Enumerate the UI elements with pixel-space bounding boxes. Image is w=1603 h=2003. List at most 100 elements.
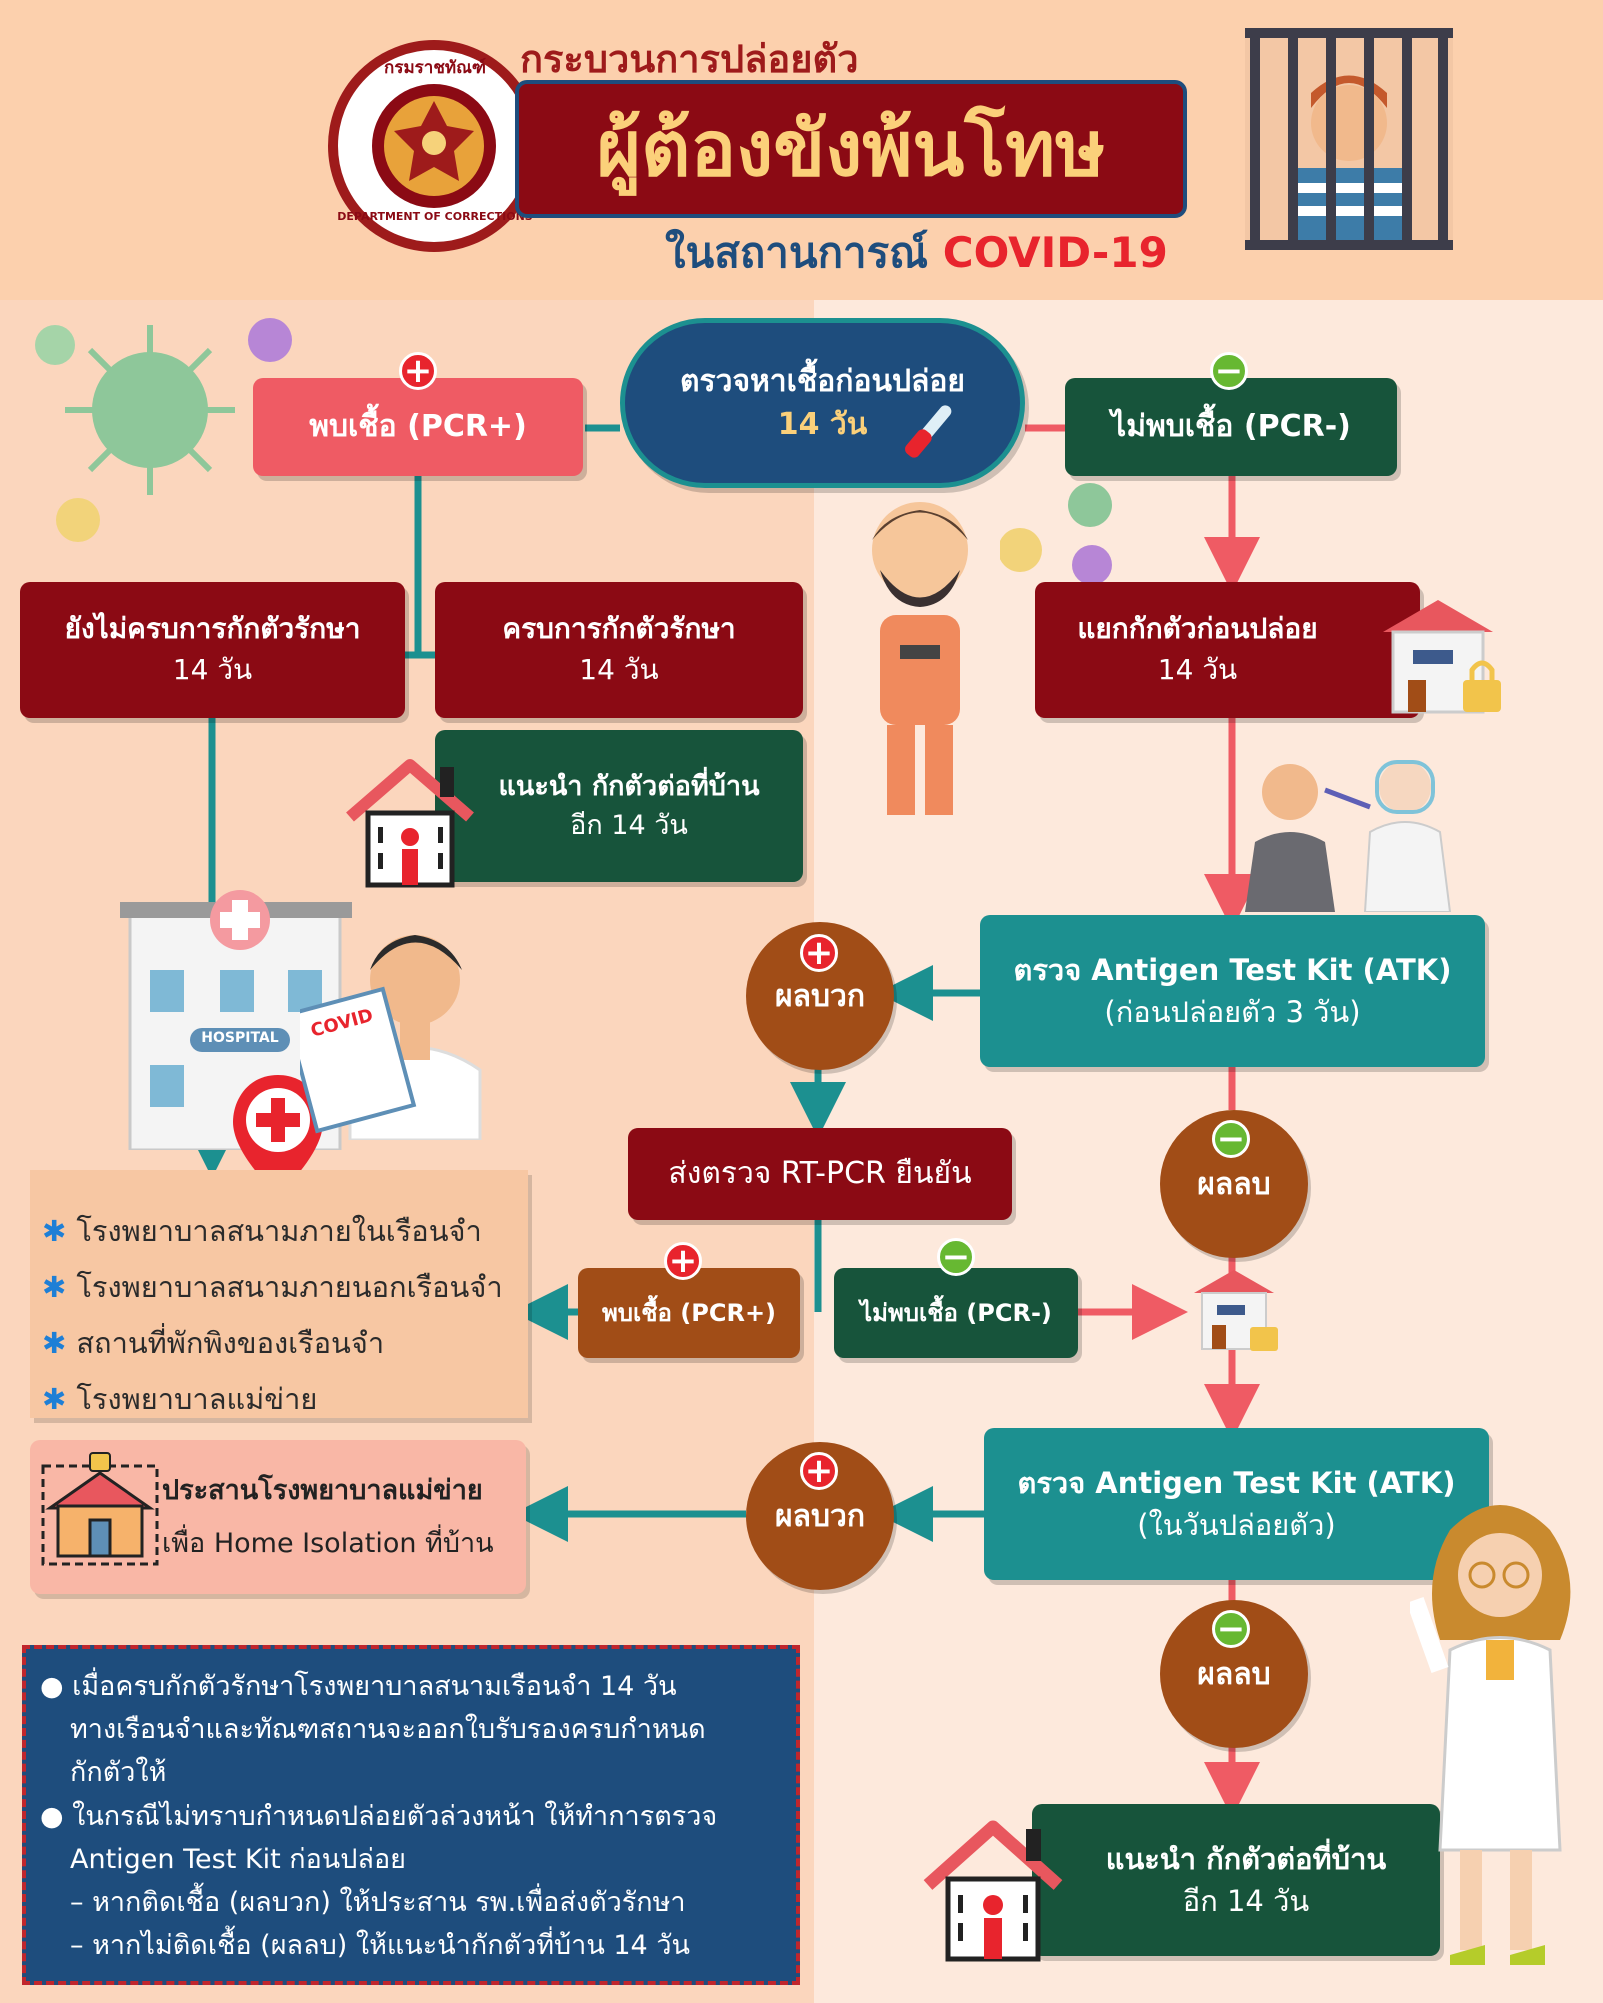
female-doctor-illustration	[1410, 1505, 1571, 1965]
locked-house-icon	[41, 1452, 159, 1566]
minus-badge-icon: −	[937, 1238, 975, 1276]
plus-badge-icon: +	[399, 352, 437, 390]
virus-decor-right-icon	[1000, 483, 1112, 585]
home-quarantine-node: แนะนำ กักตัวต่อที่บ้าน อีก 14 วัน	[435, 730, 803, 882]
facility-label: สถานที่พักพิงของเรือนจำ	[76, 1326, 385, 1360]
note-line: ทางเรือนจำและทัณฑสถานจะออกใบรับรองครบกำห…	[40, 1708, 786, 1751]
note-line: กักตัวให้	[40, 1751, 786, 1794]
final-home-quarantine-node: แนะนำ กักตัวต่อที่บ้าน อีก 14 วัน	[1032, 1804, 1440, 1956]
home-quarantine-days: อีก 14 วัน	[570, 810, 688, 841]
bullet-icon: ●	[40, 1800, 73, 1832]
facility-label: โรงพยาบาลสนามภายนอกเรือนจำ	[76, 1270, 503, 1304]
jail-bars-icon	[1245, 28, 1453, 250]
facility-item: ✱ โรงพยาบาลสนามภายในเรือนจำ	[42, 1208, 518, 1254]
mini-isolation-house-icon	[1194, 1270, 1278, 1351]
prisoner-cell-illustration	[1245, 28, 1453, 250]
final-home-quarantine-days: อีก 14 วัน	[1182, 1884, 1310, 1918]
positive-result-label: ผลบวก	[774, 1498, 865, 1534]
plus-badge-icon: +	[800, 1452, 838, 1490]
rt-pcr-positive-node: พบเชื้อ (PCR+)	[578, 1268, 800, 1358]
star-bullet-icon: ✱	[42, 1214, 67, 1248]
coordination-detail: เพื่อ Home Isolation ที่บ้าน	[162, 1528, 494, 1559]
atk-test-release-day-node: ตรวจ Antigen Test Kit (ATK) (ในวันปล่อยต…	[984, 1428, 1489, 1580]
treatment-incomplete-node: ยังไม่ครบการกักตัวรักษา 14 วัน	[20, 582, 405, 718]
atk-test-pre-release-timing: (ก่อนปล่อยตัว 3 วัน)	[1104, 995, 1361, 1029]
note-text: ทางเรือนจำและทัณฑสถานจะออกใบรับรองครบกำห…	[70, 1714, 706, 1746]
pre-release-isolation-node: แยกกักตัวก่อนปล่อย 14 วัน	[1035, 582, 1420, 718]
test-tube-icon	[903, 401, 956, 460]
final-home-quarantine-label: แนะนำ กักตัวต่อที่บ้าน	[1105, 1841, 1387, 1876]
pcr-negative-label: ไม่พบเชื้อ (PCR-)	[1111, 409, 1351, 445]
treatment-complete-node: ครบการกักตัวรักษา 14 วัน	[435, 582, 803, 718]
pre-release-test-days: 14 วัน	[777, 407, 868, 442]
treatment-complete-days: 14 วัน	[579, 653, 659, 686]
prisoner-illustration	[872, 502, 968, 815]
atk-test-release-day-timing: (ในวันปล่อยตัว)	[1137, 1508, 1336, 1542]
garuda-emblem-icon	[372, 84, 496, 208]
plus-badge-icon: +	[800, 934, 838, 972]
rt-pcr-negative-node: ไม่พบเชื้อ (PCR-)	[834, 1268, 1078, 1358]
note-text: Antigen Test Kit ก่อนปล่อย	[70, 1843, 406, 1875]
negative-result-label: ผลลบ	[1197, 1166, 1271, 1202]
title-banner: ผู้ต้องขังพ้นโทษ	[515, 80, 1187, 218]
star-bullet-icon: ✱	[42, 1326, 67, 1360]
minus-badge-icon: −	[1210, 352, 1248, 390]
note-line: Antigen Test Kit ก่อนปล่อย	[40, 1838, 786, 1881]
treatment-incomplete-label: ยังไม่ครบการกักตัวรักษา	[64, 612, 361, 646]
negative-result-label: ผลลบ	[1197, 1656, 1271, 1692]
star-bullet-icon: ✱	[42, 1382, 67, 1416]
minus-badge-icon: −	[1212, 1610, 1250, 1648]
doctor-illustration	[300, 935, 482, 1140]
virus-decor-small-icon	[35, 325, 75, 365]
pcr-positive-label: พบเชื้อ (PCR+)	[309, 409, 527, 445]
treatment-complete-label: ครบการกักตัวรักษา	[502, 612, 736, 646]
treatment-incomplete-days: 14 วัน	[172, 653, 253, 686]
atk-test-pre-release-label: ตรวจ Antigen Test Kit (ATK)	[1013, 952, 1452, 987]
notes-panel: ● เมื่อครบกักตัวรักษาโรงพยาบาลสนามเรือนจ…	[22, 1645, 800, 1985]
facility-item: ✱ โรงพยาบาลแม่ข่าย	[42, 1376, 518, 1422]
virus-decor-purple-icon	[248, 318, 292, 362]
situation-covid: COVID-19	[942, 228, 1168, 277]
rt-pcr-confirm-label: ส่งตรวจ RT-PCR ยืนยัน	[668, 1156, 972, 1192]
home-quarantine-house-icon	[346, 759, 474, 888]
hospital-sign: HOSPITAL	[201, 1030, 279, 1046]
swab-test-illustration	[1245, 760, 1452, 912]
logo-text-bottom: DEPARTMENT OF CORRECTIONS	[337, 210, 533, 223]
note-line: – หากติดเชื้อ (ผลบวก) ให้ประสาน รพ.เพื่อ…	[40, 1881, 786, 1924]
pre-release-isolation-days: 14 วัน	[1157, 653, 1238, 686]
rt-pcr-positive-label: พบเชื้อ (PCR+)	[601, 1298, 777, 1327]
treatment-facility-list: ✱ โรงพยาบาลสนามภายในเรือนจำ ✱ โรงพยาบาลสนา…	[30, 1170, 528, 1418]
situation-line: ในสถานการณ์ COVID-19	[665, 220, 1205, 286]
situation-prefix: ในสถานการณ์	[665, 228, 929, 277]
atk-test-release-day-label: ตรวจ Antigen Test Kit (ATK)	[1017, 1465, 1456, 1500]
bullet-icon: ●	[40, 1671, 73, 1702]
note-line: ● ในกรณีไม่ทราบกำหนดปล่อยตัวล่วงหน้า ให้…	[40, 1795, 786, 1838]
note-text: – หากไม่ติดเชื้อ (ผลลบ) ให้แนะนำกักตัวที…	[70, 1930, 690, 1962]
virus-decor-icon	[65, 325, 235, 495]
pcr-negative-node: ไม่พบเชื้อ (PCR-)	[1065, 378, 1397, 476]
isolation-house-icon	[1383, 600, 1501, 714]
pcr-positive-node: พบเชื้อ (PCR+)	[253, 378, 583, 476]
pre-release-isolation-label: แยกกักตัวก่อนปล่อย	[1077, 612, 1318, 646]
note-text: กักตัวให้	[70, 1757, 167, 1789]
facility-item: ✱ สถานที่พักพิงของเรือนจำ	[42, 1320, 518, 1366]
home-quarantine-label: แนะนำ กักตัวต่อที่บ้าน	[498, 770, 760, 802]
note-line: – หากไม่ติดเชื้อ (ผลลบ) ให้แนะนำกักตัวที…	[40, 1924, 786, 1967]
note-text: ในกรณีไม่ทราบกำหนดปล่อยตัวล่วงหน้า ให้ทำ…	[72, 1800, 718, 1832]
facility-label: โรงพยาบาลสนามภายในเรือนจำ	[76, 1214, 482, 1248]
pre-release-test-label: ตรวจหาเชื้อก่อนปล่อย	[680, 363, 965, 399]
minus-badge-icon: −	[1212, 1120, 1250, 1158]
coordination-title: ประสานโรงพยาบาลแม่ข่าย	[162, 1475, 483, 1506]
page-title: ผู้ต้องขังพ้นโทษ	[596, 104, 1106, 193]
facility-item: ✱ โรงพยาบาลสนามภายนอกเรือนจำ	[42, 1264, 518, 1310]
note-text: เมื่อครบกักตัวรักษาโรงพยาบาลสนามเรือนจำ …	[72, 1671, 677, 1702]
virus-decor-yellow-icon	[56, 498, 100, 542]
facility-label: โรงพยาบาลแม่ข่าย	[76, 1382, 318, 1416]
subtitle-top: กระบวนการปล่อยตัว	[520, 37, 859, 81]
location-pin-icon	[233, 1075, 323, 1195]
note-text: – หากติดเชื้อ (ผลบวก) ให้ประสาน รพ.เพื่อ…	[70, 1886, 686, 1918]
plus-badge-icon: +	[664, 1242, 702, 1280]
rt-pcr-confirm-node: ส่งตรวจ RT-PCR ยืนยัน	[628, 1128, 1012, 1220]
star-bullet-icon: ✱	[42, 1270, 67, 1304]
atk-test-pre-release-node: ตรวจ Antigen Test Kit (ATK) (ก่อนปล่อยตั…	[980, 915, 1485, 1067]
